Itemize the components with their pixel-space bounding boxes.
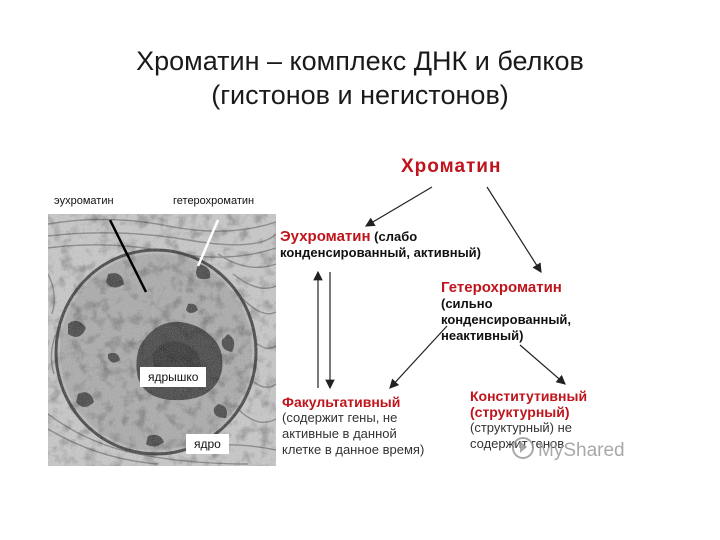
arrow-chromatin-heterochromatin	[487, 187, 541, 272]
arrow-heterochromatin-constitutive	[520, 345, 565, 384]
facultative-name: Факультативный	[282, 394, 424, 410]
euchromatin-name: Эухроматин	[280, 228, 371, 245]
watermark-text: MyShared	[538, 440, 625, 461]
euchromatin-desc-1: (слабо	[374, 229, 417, 244]
arrow-chromatin-euchromatin	[366, 187, 432, 226]
node-facultative: Факультативный (содержит гены, не активн…	[282, 394, 424, 458]
play-logo-icon	[512, 437, 534, 459]
node-euchromatin: Эухроматин (слабо конденсированный, акти…	[280, 229, 481, 261]
arrow-heterochromatin-facultative	[390, 326, 447, 388]
node-heterochromatin: Гетерохроматин (сильно конденсированный,…	[441, 280, 571, 344]
facultative-desc-1: (содержит гены, не	[282, 410, 424, 426]
heterochromatin-name: Гетерохроматин	[441, 280, 571, 296]
euchromatin-desc-2: конденсированный, активный)	[280, 245, 481, 261]
facultative-desc-2: активные в данной	[282, 426, 424, 442]
facultative-desc-3: клетке в данное время)	[282, 442, 424, 458]
heterochromatin-desc-1: (сильно	[441, 296, 571, 312]
node-chromatin: Хроматин	[401, 159, 501, 175]
constitutive-name-1: Конститутивный	[470, 388, 587, 404]
constitutive-desc-1: (структурный) не	[470, 420, 587, 436]
watermark: MyShared	[512, 437, 625, 462]
heterochromatin-desc-3: неактивный)	[441, 328, 571, 344]
heterochromatin-desc-2: конденсированный,	[441, 312, 571, 328]
constitutive-name-2: (структурный)	[470, 404, 587, 420]
